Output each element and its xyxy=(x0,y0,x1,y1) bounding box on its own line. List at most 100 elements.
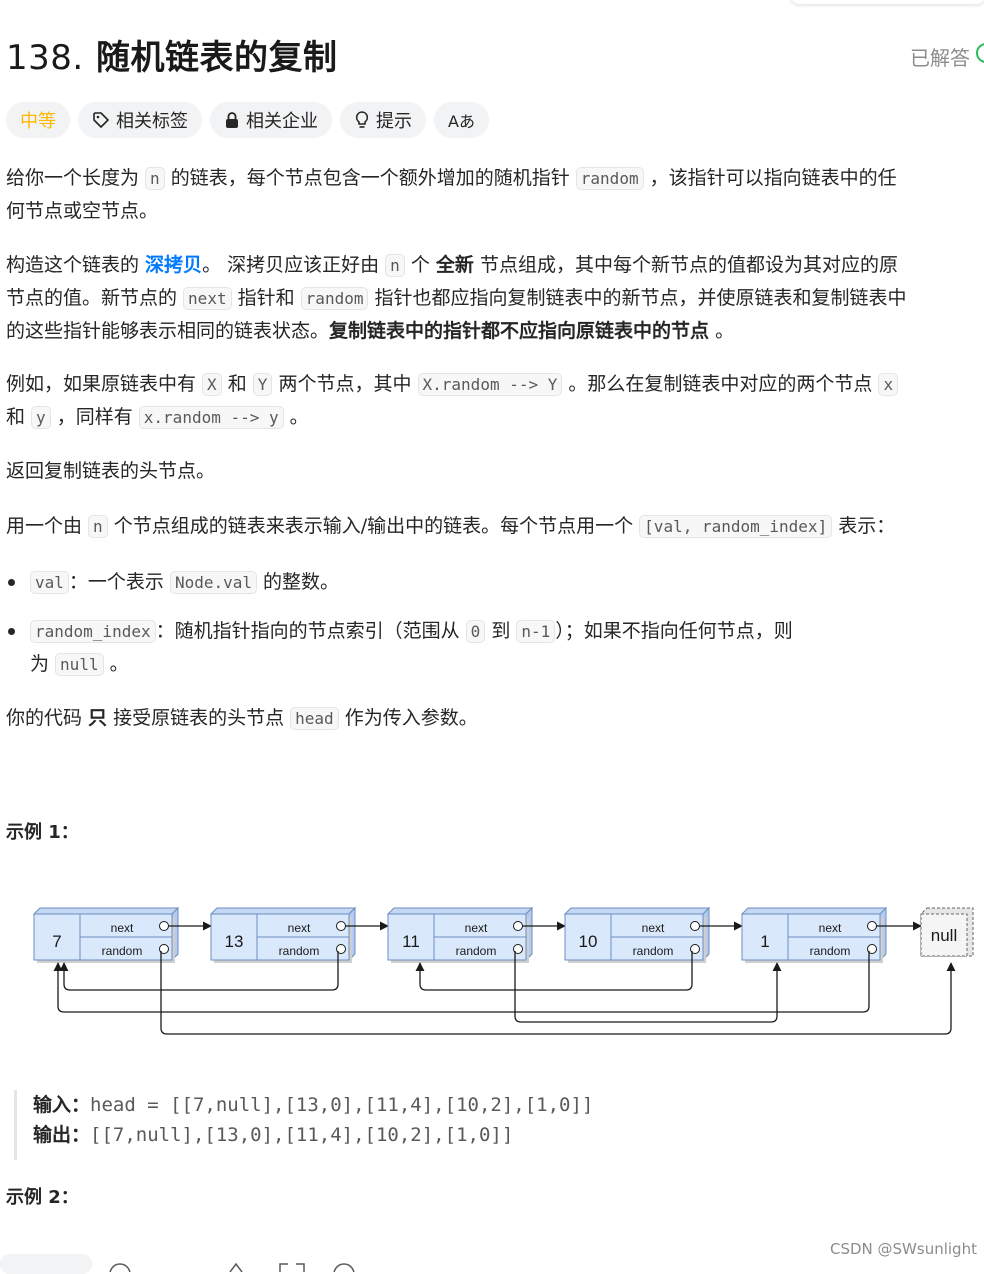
text: 何节点或空节点。 xyxy=(6,200,159,222)
translate-icon: Aあ xyxy=(448,112,475,131)
inline-code: n xyxy=(145,167,165,190)
node-next-label: next xyxy=(819,921,842,935)
random-pointer-dot xyxy=(336,944,346,954)
difficulty-tag[interactable]: 中等 xyxy=(6,102,70,138)
related-tags-button[interactable]: 相关标签 xyxy=(78,102,202,138)
text: 。 xyxy=(283,406,309,428)
hint-button[interactable]: 提示 xyxy=(340,102,426,138)
text: 节点组成，其中每个新节点的值都设为其对应的原 xyxy=(473,254,898,276)
text: 。 xyxy=(709,320,735,342)
text: 指针和 xyxy=(231,287,301,309)
inline-code: random xyxy=(300,287,369,310)
node-random-label: random xyxy=(456,944,497,958)
inline-code: x xyxy=(878,373,899,396)
text: 构造这个链表的 xyxy=(6,254,146,276)
next-pointer-dot xyxy=(690,921,700,931)
random-pointer-dot xyxy=(159,944,169,954)
bottom-toolbar-tab[interactable] xyxy=(0,1254,92,1274)
input-value: head = [[7,null],[13,0],[11,4],[10,2],[1… xyxy=(90,1094,594,1116)
lock-icon xyxy=(226,112,238,128)
example-1-io: 输入：head = [[7,null],[13,0],[11,4],[10,2]… xyxy=(14,1090,674,1160)
inline-code: [val, random_index] xyxy=(639,515,833,538)
inline-code: n xyxy=(385,254,405,277)
next-pointer-dot xyxy=(513,921,523,931)
text: 例如，如果原链表中有 xyxy=(6,373,203,395)
text: 的这些指针能够表示相同的链表状态。 xyxy=(6,320,330,342)
text: 和 xyxy=(221,373,253,395)
inline-code: 0 xyxy=(465,620,486,643)
inline-code: X xyxy=(202,373,222,396)
problem-title: 随机链表的复制 xyxy=(96,38,338,78)
bullet-dot xyxy=(8,628,15,635)
inline-code: X.random --> Y xyxy=(417,373,563,396)
random-pointer-dot xyxy=(690,944,700,954)
tag-bar: 中等 相关标签 相关企业 提示 Aあ xyxy=(6,102,489,138)
toolbar-help-icon xyxy=(333,1263,355,1272)
output-value: [[7,null],[13,0],[11,4],[10,2],[1,0]] xyxy=(90,1124,514,1146)
node-value: 13 xyxy=(225,932,244,951)
text: 你的代码 xyxy=(6,707,89,729)
toolbar-circle-icon xyxy=(109,1263,131,1272)
list-node: 1 next random xyxy=(740,906,922,963)
inline-code: random xyxy=(575,167,644,190)
inline-code: x.random --> y xyxy=(138,406,284,429)
node-value: 1 xyxy=(760,932,769,951)
related-companies-button[interactable]: 相关企业 xyxy=(210,102,332,138)
next-pointer-dot xyxy=(867,921,877,931)
node-next-label: next xyxy=(465,921,488,935)
text: 为 xyxy=(30,653,56,675)
text: 用一个由 xyxy=(6,515,89,537)
random-pointer-dot xyxy=(513,944,523,954)
list-item-random-index: random_index：随机指针指向的节点索引（范围从 0 到 n-1）；如果… xyxy=(30,615,793,681)
inline-code: head xyxy=(290,707,339,730)
text: 个 xyxy=(404,254,436,276)
node-random-label: random xyxy=(102,944,143,958)
node-next-label: next xyxy=(642,921,665,935)
output-label: 输出： xyxy=(33,1124,91,1146)
inline-code: random_index xyxy=(30,620,156,643)
node-random-label: random xyxy=(633,944,674,958)
text: 和 xyxy=(6,406,32,428)
next-pointer-dot xyxy=(159,921,169,931)
input-label: 输入： xyxy=(33,1094,91,1116)
random-pointer-10-to-11 xyxy=(415,951,693,991)
text: ）；如果不指向任何节点，则 xyxy=(555,620,793,642)
text: 作为传入参数。 xyxy=(338,707,478,729)
description-paragraph-1: 给你一个长度为 n 的链表，每个节点包含一个额外增加的随机指针 random ，… xyxy=(6,162,897,227)
deep-copy-link[interactable]: 深拷贝 xyxy=(145,254,203,276)
text: 接受原链表的头节点 xyxy=(107,707,291,729)
translate-button[interactable]: Aあ xyxy=(434,102,489,138)
list-node: 10 next random xyxy=(563,906,743,963)
example-output-line: 输出：[[7,null],[13,0],[11,4],[10,2],[1,0]] xyxy=(33,1120,674,1150)
node-random-label: random xyxy=(810,944,851,958)
text: ，同样有 xyxy=(50,406,139,428)
inline-code: n-1 xyxy=(516,620,556,643)
description-paragraph-2: 构造这个链表的 深拷贝。 深拷贝应该正好由 n 个 全新 节点组成，其中每个新节… xyxy=(6,249,907,347)
node-next-label: next xyxy=(111,921,134,935)
text: 指针也都应指向复制链表中的新节点，并使原链表和复制链表中 xyxy=(368,287,907,309)
inline-code: Node.val xyxy=(169,571,258,594)
list-item-val: val：一个表示 Node.val 的整数。 xyxy=(30,566,339,599)
bottom-toolbar-icons xyxy=(109,1262,355,1272)
tag-icon xyxy=(93,112,109,128)
random-pointer-11-to-1 xyxy=(514,951,782,1023)
random-pointer-1-to-7 xyxy=(53,951,870,1013)
random-pointer-7-to-null xyxy=(160,951,956,1035)
inline-code: y xyxy=(31,406,51,429)
related-tags-label: 相关标签 xyxy=(116,111,188,132)
text: ：一个表示 xyxy=(68,571,170,593)
list-node: 11 next random xyxy=(386,906,566,963)
node-value: 11 xyxy=(402,932,420,951)
problem-number: 138. xyxy=(6,38,84,78)
text: 两个节点，其中 xyxy=(272,373,418,395)
toolbar-star-icon xyxy=(229,1262,243,1272)
description-paragraph-6: 你的代码 只 接受原链表的头节点 head 作为传入参数。 xyxy=(6,702,478,735)
text: 个节点组成的链表来表示输入/输出中的链表。每个节点用一个 xyxy=(107,515,640,537)
description-paragraph-3: 例如，如果原链表中有 X 和 Y 两个节点，其中 X.random --> Y … xyxy=(6,368,899,434)
inline-code: Y xyxy=(252,373,273,396)
node-value: 10 xyxy=(579,932,598,951)
toolbar-bracket-icon xyxy=(279,1263,305,1272)
